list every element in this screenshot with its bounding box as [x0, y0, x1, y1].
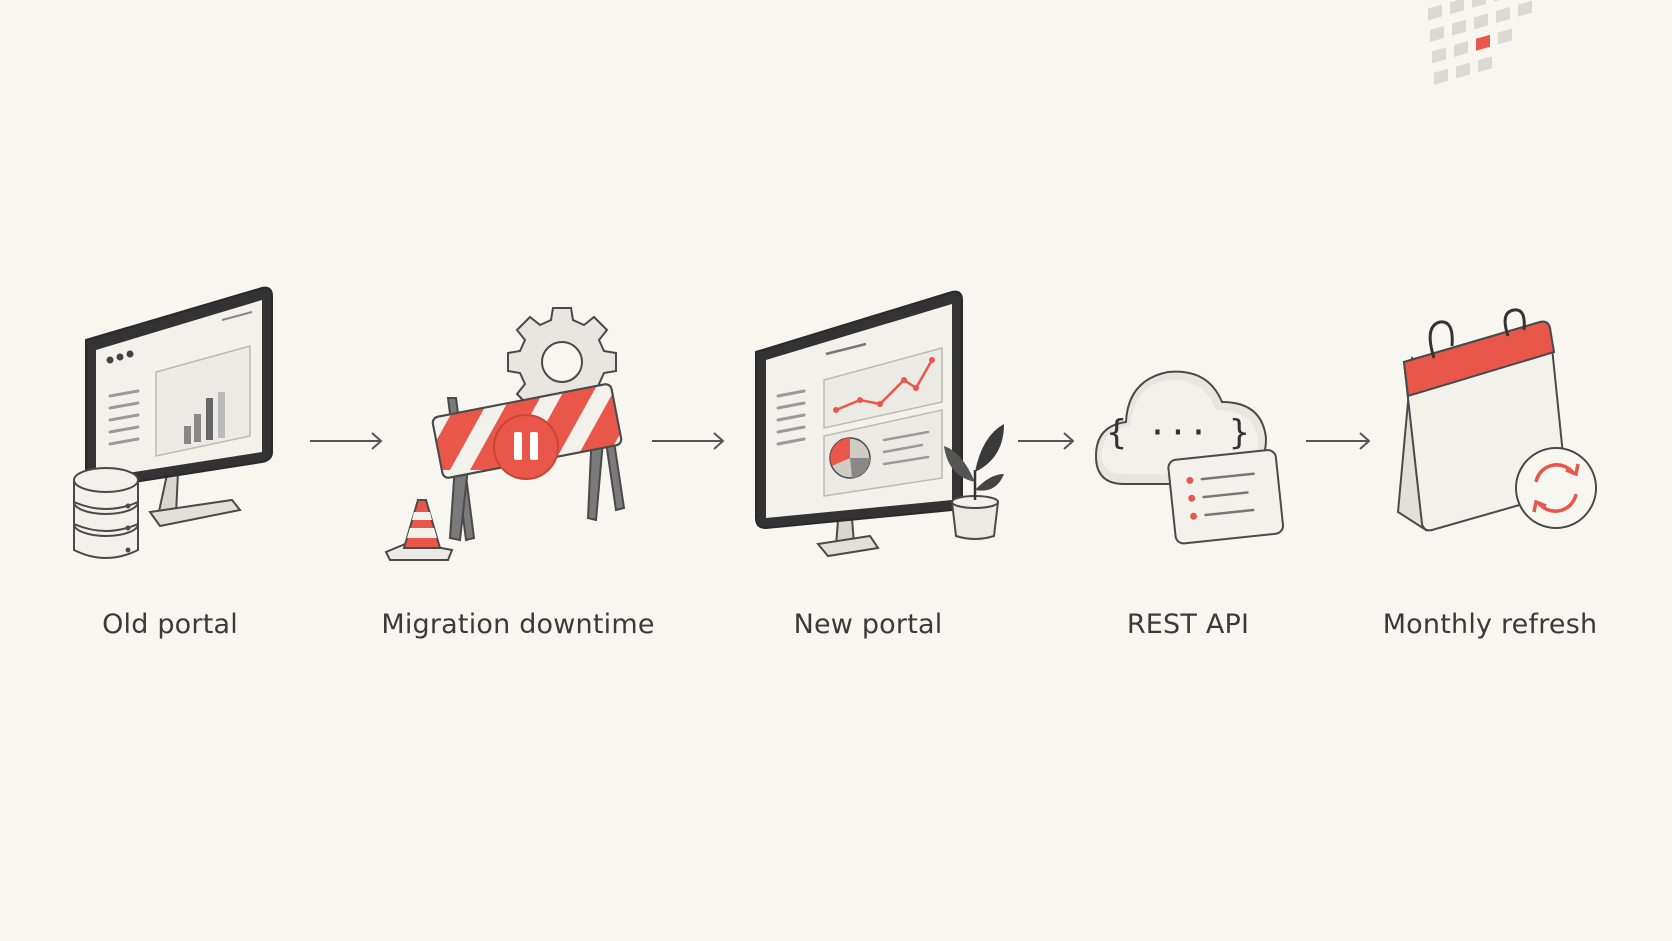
step-label-migration-downtime: Migration downtime	[381, 609, 655, 640]
arrow-icon	[1306, 432, 1371, 450]
api-braces: { ··· }	[1106, 413, 1249, 453]
desktop-with-database-icon	[73, 286, 273, 559]
cloud-api-icon: { ··· }	[1094, 370, 1285, 545]
calendar-refresh-icon	[1396, 0, 1597, 532]
arrow-icon	[310, 432, 383, 450]
step-label-old-portal: Old portal	[102, 609, 238, 640]
step-label-new-portal: New portal	[793, 609, 943, 640]
arrow-icon	[1018, 432, 1075, 450]
step-label-rest-api: REST API	[1126, 609, 1250, 640]
arrow-icon	[652, 432, 725, 450]
desktop-with-charts-icon	[755, 290, 1004, 558]
barrier-with-pause-icon	[384, 307, 626, 561]
step-label-monthly-refresh: Monthly refresh	[1382, 609, 1598, 640]
